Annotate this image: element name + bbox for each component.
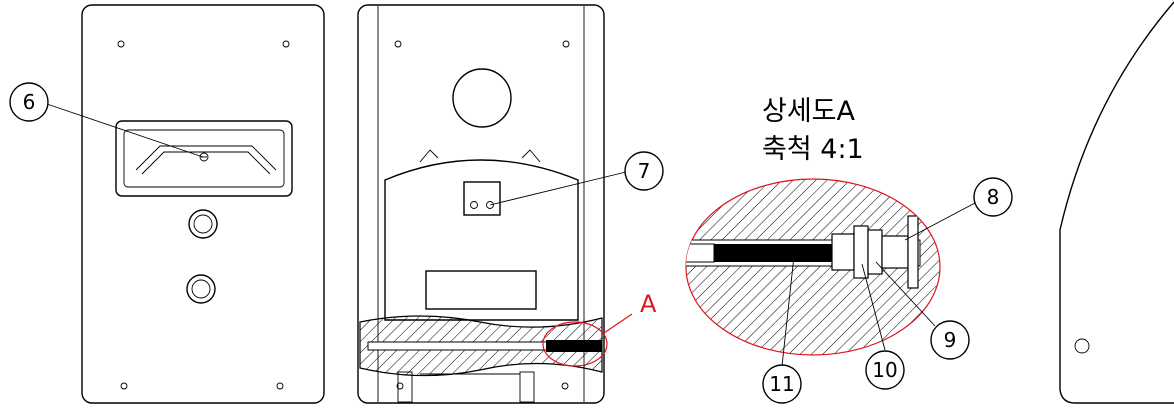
callout-6: 6 <box>9 82 49 122</box>
svg-text:축척 4:1: 축척 4:1 <box>762 134 864 165</box>
side-view <box>1059 1 1174 404</box>
svg-text:9: 9 <box>944 328 957 352</box>
svg-text:6: 6 <box>23 90 36 114</box>
callout-11: 11 <box>762 364 802 404</box>
svg-text:상세도A: 상세도A <box>762 96 856 127</box>
callout-9: 9 <box>930 320 970 360</box>
svg-text:11: 11 <box>769 372 794 396</box>
rear-view <box>357 4 627 404</box>
svg-text:A: A <box>640 290 657 318</box>
svg-text:10: 10 <box>872 358 897 382</box>
callout-10: 10 <box>865 350 905 390</box>
terminal-block <box>463 181 501 216</box>
svg-text:7: 7 <box>638 159 651 183</box>
callout-8: 8 <box>973 177 1013 217</box>
front-view <box>43 4 325 404</box>
callout-7: 7 <box>624 151 664 191</box>
svg-text:8: 8 <box>987 185 1000 209</box>
handle-recess <box>115 120 293 197</box>
detail-a-view <box>685 178 976 367</box>
detail-a-marker: A <box>542 290 657 367</box>
detail-a-title: 상세도A 축척 4:1 <box>762 96 864 165</box>
